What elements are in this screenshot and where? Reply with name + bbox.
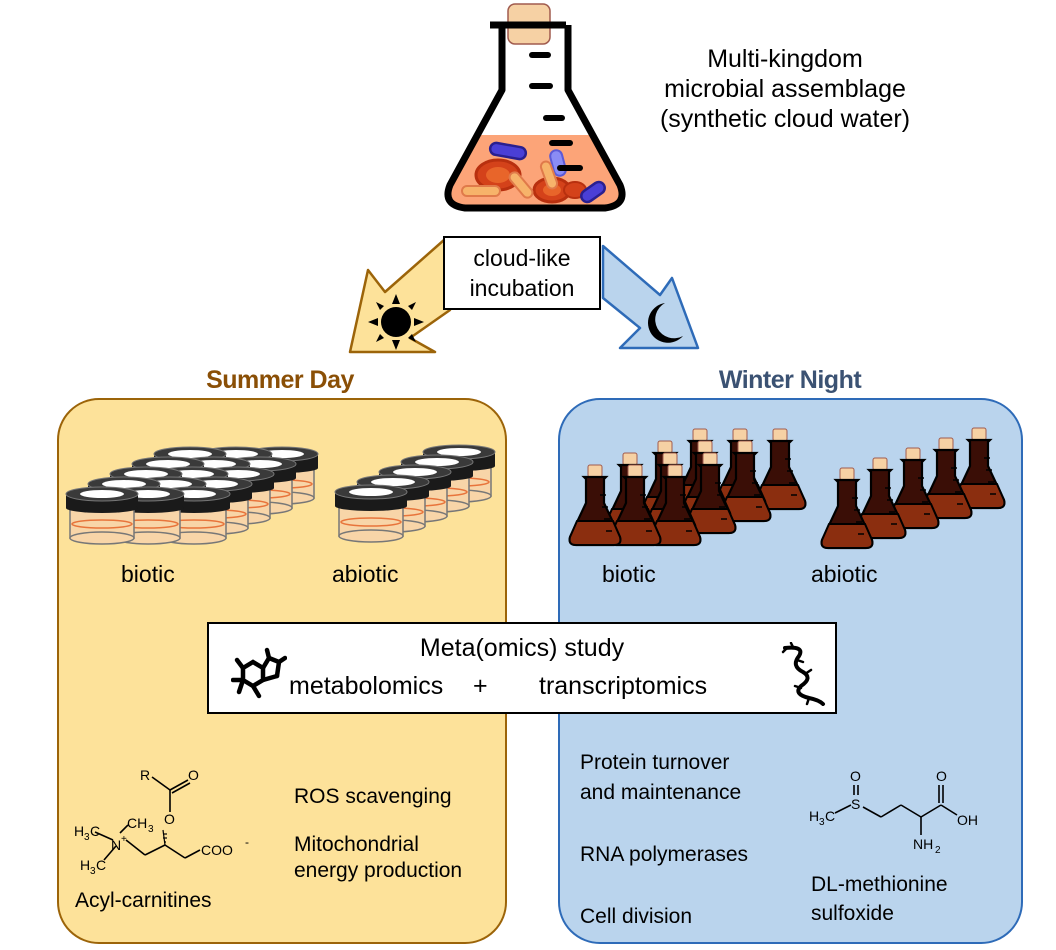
acylcarnitines-label: Acyl-carnitines	[75, 889, 212, 912]
atom-s: S	[851, 796, 860, 812]
winter-findings: Protein turnover and maintenance RNA pol…	[580, 748, 748, 932]
acylcarnitine-structure: R O O CH 3 H 3 C N + H 3 C COO -	[74, 767, 249, 877]
winter-abiotic-label: abiotic	[811, 561, 878, 587]
atom-ch: CH	[127, 815, 147, 831]
summer-abiotic-label: abiotic	[332, 561, 399, 587]
erlenmeyer-flask-icon	[444, 3, 626, 212]
atom-ch-sub: 3	[148, 824, 154, 835]
crescent-moon-icon	[647, 303, 683, 343]
petri-dish	[334, 484, 408, 543]
incubation-line-1: cloud-like	[473, 245, 571, 271]
culture-flask	[718, 440, 772, 523]
transcriptomics-label: transcriptomics	[539, 672, 708, 700]
atom-h3c-a-c: C	[90, 823, 100, 839]
atom-h3c: H	[809, 808, 819, 824]
atom-o-sulfoxide: O	[850, 768, 861, 784]
atom-oh: OH	[957, 812, 978, 828]
atom-o-acid: O	[936, 768, 947, 784]
finding-mito-2: energy production	[294, 859, 463, 882]
methionine-label-1: DL-methionine	[811, 873, 948, 896]
winter-biotic-label: biotic	[602, 561, 656, 587]
methionine-label: DL-methionine sulfoxide	[811, 870, 948, 928]
methionine-label-2: sulfoxide	[811, 902, 894, 925]
assemblage-title: Multi-kingdom microbial assemblage (synt…	[640, 44, 930, 134]
atom-n: N	[111, 837, 121, 853]
methionine-sulfoxide-structure: O S H 3 C O OH NH 2	[809, 768, 978, 856]
culture-flask	[820, 467, 874, 550]
omics-title: Meta(omics) study	[419, 634, 625, 662]
atom-nh-sub: 2	[935, 845, 941, 856]
title-line-1: Multi-kingdom	[707, 45, 863, 73]
summer-biotic-label: biotic	[121, 561, 175, 587]
summer-title: Summer Day	[206, 366, 354, 394]
petri-dish	[65, 486, 139, 545]
plus-sign: +	[473, 672, 488, 700]
title-line-3: (synthetic cloud water)	[659, 105, 911, 133]
atom-h3c-b-c: C	[96, 857, 106, 873]
atom-h3c-a: H	[74, 823, 84, 839]
atom-nh: NH	[913, 836, 933, 852]
molecule-icon	[231, 647, 287, 699]
atom-h3c-c: C	[825, 808, 835, 824]
incubation-line-2: incubation	[469, 275, 575, 301]
culture-flask	[648, 464, 702, 547]
atom-r: R	[140, 767, 150, 783]
finding-protein-1: Protein turnover	[580, 751, 730, 774]
atom-h3c-sub: 3	[819, 817, 825, 828]
finding-protein-2: and maintenance	[580, 781, 742, 804]
rna-strand-icon	[781, 642, 825, 706]
atom-coo: COO	[201, 842, 233, 858]
finding-rna-pol: RNA polymerases	[580, 843, 749, 866]
incubation-box: cloud-like incubation	[443, 236, 601, 310]
flasks-biotic	[568, 427, 1006, 550]
finding-cell-division: Cell division	[580, 905, 693, 928]
finding-ros: ROS scavenging	[294, 785, 452, 808]
culture-flask	[683, 452, 737, 535]
atom-coo-charge: -	[245, 835, 249, 849]
title-line-2: microbial assemblage	[664, 75, 906, 103]
winter-arrow	[601, 244, 700, 350]
sun-icon	[368, 294, 424, 350]
atom-h3c-b: H	[80, 857, 90, 873]
atom-o-ester: O	[164, 811, 175, 827]
winter-title: Winter Night	[718, 366, 862, 394]
atom-n-charge: +	[121, 834, 127, 845]
omics-study-box: Meta(omics) study metabolomics + transcr…	[207, 622, 837, 714]
petri-dishes-biotic	[65, 444, 496, 545]
finding-mito-1: Mitochondrial	[294, 833, 419, 856]
atom-h3c-a-sub: 3	[84, 832, 90, 843]
culture-flask	[568, 464, 622, 547]
metabolomics-label: metabolomics	[289, 672, 444, 700]
summer-findings: ROS scavenging Mitochondrial energy prod…	[294, 784, 462, 884]
atom-o-carbonyl: O	[188, 767, 199, 783]
atom-h3c-b-sub: 3	[90, 866, 96, 877]
